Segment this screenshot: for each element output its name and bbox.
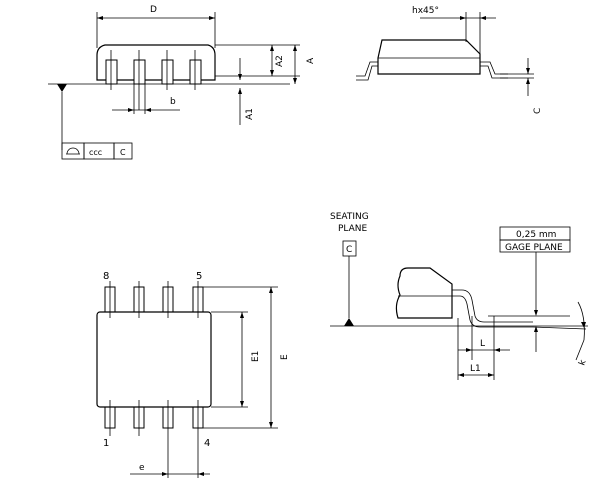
front-view: D A2 A A1 b ccc C xyxy=(48,5,316,160)
tolerance-frame: ccc C xyxy=(61,142,133,160)
top-view: 8 5 1 4 E1 E e xyxy=(96,271,290,478)
pin-number-1: 1 xyxy=(103,438,109,449)
dim-A-label: A xyxy=(306,57,316,64)
seating-plane-label-line1: SEATING xyxy=(330,212,369,222)
lead-detail-view: SEATING PLANE C 0,25 mm GAGE PLANE L xyxy=(330,212,589,380)
front-lead-3 xyxy=(161,59,174,85)
pin-number-8: 8 xyxy=(103,271,109,282)
front-lead-4 xyxy=(189,59,202,85)
side-view: hx45° C xyxy=(356,6,543,114)
dim-A1-label: A1 xyxy=(245,108,255,120)
dim-k-label: k xyxy=(577,358,588,367)
seating-datum-C: C xyxy=(346,245,352,255)
dim-b-label: b xyxy=(170,97,176,107)
seating-triangle xyxy=(344,318,354,326)
dim-L-label: L xyxy=(480,339,485,349)
top-view-body xyxy=(96,311,212,408)
dim-E-label: E xyxy=(280,354,290,360)
datum-triangle xyxy=(57,84,67,92)
dim-L1-label: L1 xyxy=(470,364,481,374)
side-view-body xyxy=(377,39,481,75)
pin-number-5: 5 xyxy=(196,271,202,282)
side-left-lead xyxy=(356,61,378,77)
front-view-body xyxy=(96,44,216,81)
pin-number-4: 4 xyxy=(204,438,210,449)
gage-plane-box xyxy=(499,239,571,253)
detail-lead xyxy=(452,289,533,323)
front-lead-1 xyxy=(105,59,118,85)
dim-A2-label: A2 xyxy=(275,55,285,67)
gage-value: 0,25 mm xyxy=(516,230,556,240)
detail-package-body xyxy=(395,267,453,319)
side-right-lead xyxy=(480,61,508,75)
dim-D-label: D xyxy=(150,5,157,15)
dim-E1-label: E1 xyxy=(251,351,261,362)
dim-e-label: e xyxy=(139,463,145,473)
dim-hx45-label: hx45° xyxy=(412,6,439,16)
seating-datum-box xyxy=(342,240,357,257)
tolerance-ccc: ccc xyxy=(89,148,102,157)
seating-plane-label-line2: PLANE xyxy=(338,224,368,234)
front-lead-2 xyxy=(133,59,146,85)
dim-C-side-label: C xyxy=(533,108,543,114)
gage-plane-label: GAGE PLANE xyxy=(505,243,563,253)
tolerance-datum-C: C xyxy=(120,148,126,157)
profile-symbol-icon xyxy=(66,147,80,155)
